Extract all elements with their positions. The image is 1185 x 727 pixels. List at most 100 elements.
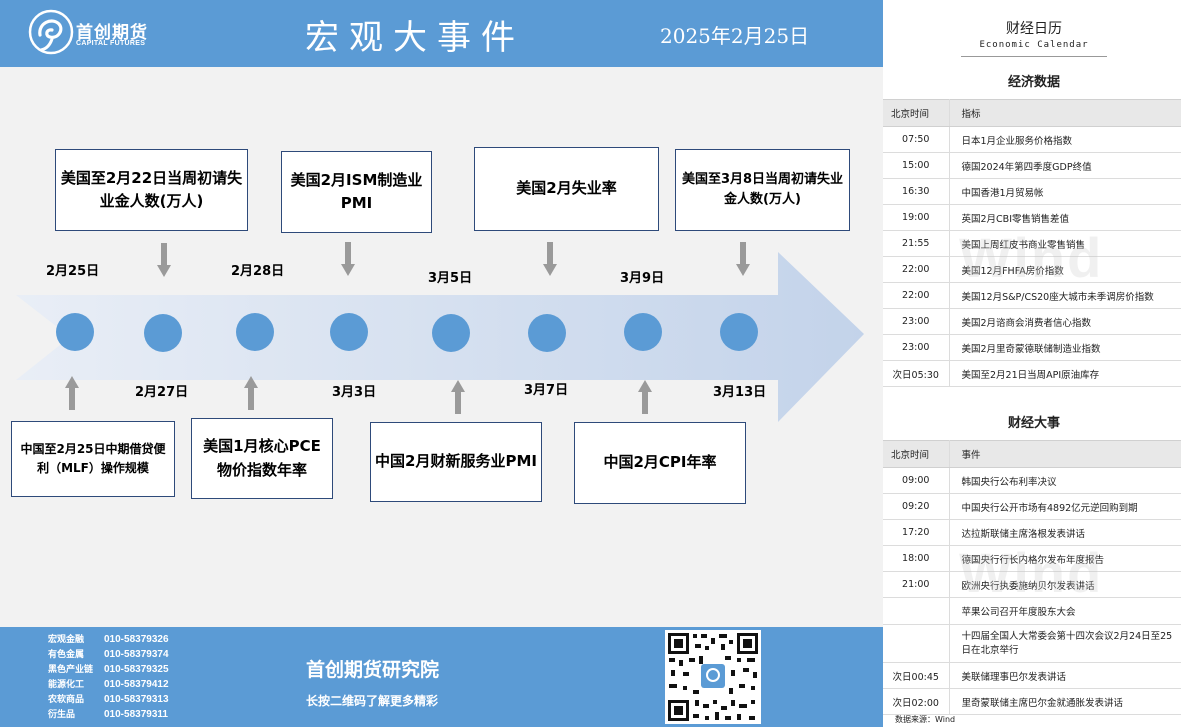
contact-row: 衍生品 010-58379311 [48, 707, 169, 722]
arrow-down-icon [736, 242, 750, 276]
cell-time [883, 624, 950, 663]
contact-dept: 能源化工 [48, 680, 85, 690]
event-box: 美国至3月8日当周初请失业金人数(万人) [675, 149, 850, 231]
calendar-subtitle: Economic Calendar [979, 40, 1089, 50]
contact-phone: 010-58379313 [104, 694, 169, 705]
cell-time: 22:00 [883, 282, 950, 309]
cell-time: 23:00 [883, 334, 950, 361]
cell-indicator: 美国2月里奇蒙德联储制造业指数 [949, 334, 1181, 361]
table-header-row: 北京时间 指标 [883, 99, 1181, 127]
cell-time: 次日00:45 [883, 662, 950, 689]
cell-time: 09:00 [883, 467, 950, 494]
cell-time: 次日05:30 [883, 360, 950, 387]
contact-phone: 010-58379325 [104, 664, 169, 675]
table-header-row: 北京时间 事件 [883, 440, 1181, 468]
contact-phone: 010-58379374 [104, 649, 169, 660]
contact-dept: 有色金属 [48, 650, 85, 660]
timeline-dot [144, 314, 182, 352]
arrow-down-icon [157, 243, 171, 277]
date-label: 2月25日 [46, 264, 100, 279]
cell-time: 23:00 [883, 308, 950, 335]
timeline-dot [432, 314, 470, 352]
event-box: 美国2月ISM制造业PMI [281, 151, 432, 233]
event-box: 美国至2月22日当周初请失业金人数(万人) [55, 149, 248, 231]
contact-phone: 010-58379412 [104, 679, 169, 690]
event-box: 中国至2月25日中期借贷便利（MLF）操作规模 [11, 421, 175, 497]
logo-subtitle: CAPITAL FUTURES [76, 40, 146, 47]
contact-dept: 衍生品 [48, 710, 76, 720]
infographic-panel: 首创期货 CAPITAL FUTURES 宏观大事件 2025年2月25日 2月… [0, 0, 883, 727]
arrow-down-icon [341, 242, 355, 276]
date-label: 3月7日 [524, 383, 569, 398]
date-label: 3月5日 [428, 271, 473, 286]
cell-time: 22:00 [883, 256, 950, 283]
company-logo: 首创期货 CAPITAL FUTURES [28, 9, 158, 55]
arrow-up-icon [638, 380, 652, 414]
contact-phone: 010-58379311 [104, 709, 168, 720]
contact-dept: 农软商品 [48, 695, 85, 705]
event-box: 中国2月财新服务业PMI [370, 422, 542, 502]
date-label: 2月27日 [135, 385, 189, 400]
report-date: 2025年2月25日 [660, 24, 810, 48]
cell-event: 苹果公司召开年度股东大会 [949, 597, 1181, 625]
event-text: 美国2月ISM制造业PMI [290, 170, 423, 212]
cell-time: 18:00 [883, 545, 950, 572]
section-title-econ: 经济数据 [1007, 75, 1060, 90]
cell-time: 19:00 [883, 204, 950, 231]
cell-time: 21:55 [883, 230, 950, 257]
event-box: 美国2月失业率 [474, 147, 659, 231]
event-text: 美国至2月22日当周初请失业金人数(万人) [60, 168, 243, 210]
contact-dept: 黑色产业链 [48, 665, 94, 675]
cell-indicator: 美国上周红皮书商业零售销售 [949, 230, 1181, 257]
column-header: 事件 [949, 440, 1181, 468]
cell-time [883, 597, 950, 625]
timeline-dot [720, 313, 758, 351]
logo-name: 首创期货 [76, 23, 148, 43]
cell-indicator: 美国12月S&P/CS20座大城市未季调房价指数 [949, 282, 1181, 309]
cell-time: 17:20 [883, 519, 950, 546]
timeline-dot [236, 313, 274, 351]
date-label: 3月9日 [620, 271, 665, 286]
contact-dept: 宏观金融 [48, 635, 85, 645]
timeline-dot [330, 313, 368, 351]
cell-time: 07:50 [883, 126, 950, 153]
cell-event: 中国央行公开市场有4892亿元逆回购到期 [949, 493, 1181, 520]
cell-event: 韩国央行公布利率决议 [949, 467, 1181, 494]
cell-time: 09:20 [883, 493, 950, 520]
cell-indicator: 美国12月FHFA房价指数 [949, 256, 1181, 283]
cell-event: 里奇蒙联储主席巴尔金就通胀发表讲话 [949, 688, 1181, 715]
cell-indicator: 中国香港1月贸易帐 [949, 178, 1181, 205]
timeline-dot [56, 313, 94, 351]
cell-time: 16:30 [883, 178, 950, 205]
event-text: 美国1月核心PCE物价指数年率 [203, 437, 321, 479]
arrow-up-icon [65, 376, 79, 410]
column-header: 北京时间 [883, 99, 950, 127]
event-box: 美国1月核心PCE物价指数年率 [191, 418, 333, 499]
column-header: 北京时间 [883, 440, 950, 468]
event-text: 中国至2月25日中期借贷便利（MLF）操作规模 [20, 442, 166, 475]
logo-swirl-icon [28, 9, 74, 55]
economic-calendar-panel: 财经日历 Economic Calendar 经济数据 北京时间 指标 07:5… [883, 0, 1185, 727]
date-label: 2月28日 [231, 264, 285, 279]
title-divider [961, 56, 1107, 57]
cell-event: 美联储理事巴尔发表讲话 [949, 662, 1181, 689]
qr-code[interactable] [665, 630, 761, 724]
cell-indicator: 美国2月谘商会消费者信心指数 [949, 308, 1181, 335]
contact-row: 能源化工 010-58379412 [48, 677, 169, 692]
cell-time: 次日02:00 [883, 688, 950, 715]
arrow-up-icon [451, 380, 465, 414]
date-label: 3月13日 [713, 385, 767, 400]
contact-row: 黑色产业链 010-58379325 [48, 662, 169, 677]
